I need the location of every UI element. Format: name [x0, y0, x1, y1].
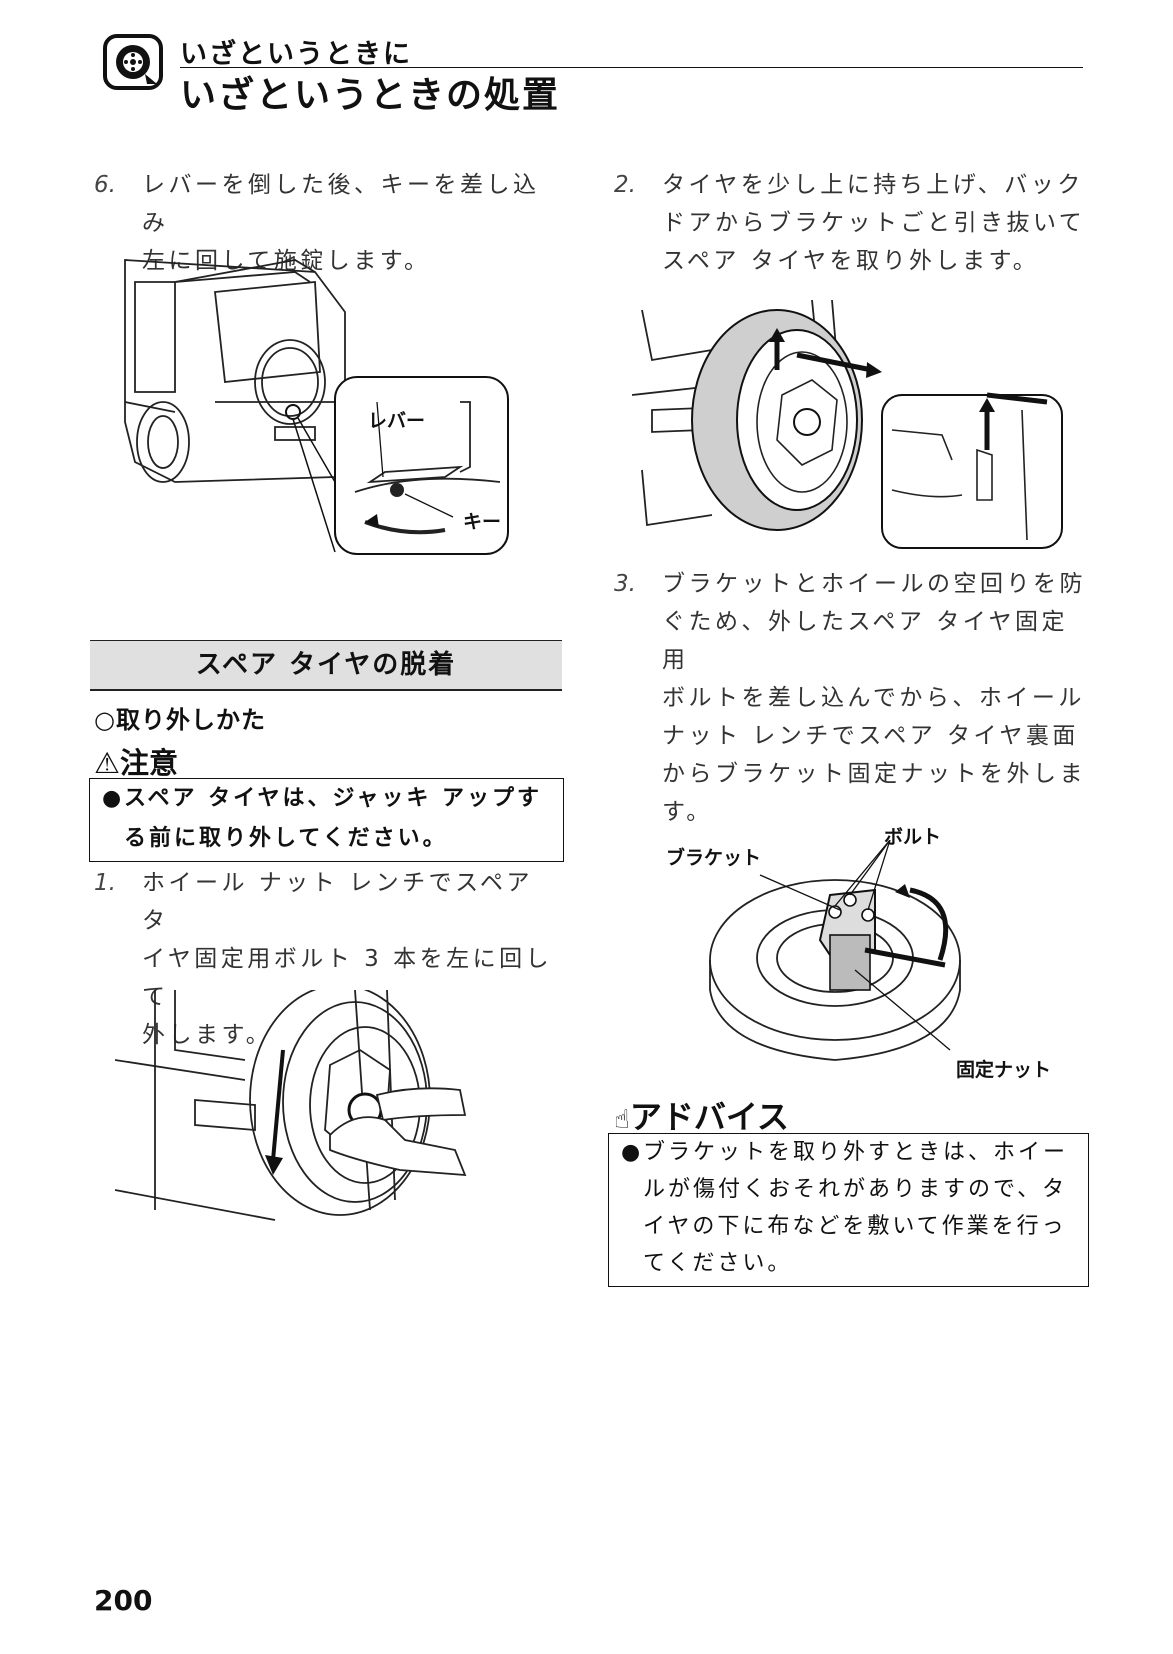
caution-heading: ⚠注意	[94, 740, 178, 782]
fixing-nut-label: 固定ナット	[956, 1059, 1052, 1081]
caution-line: スペア タイヤは、ジャッキ アップす	[124, 786, 543, 811]
advice-heading: ☝アドバイス	[614, 1092, 789, 1138]
warning-triangle-icon: ⚠	[94, 746, 120, 780]
step-2: 2. タイヤを少し上に持ち上げ、バック ドアからブラケットごと引き抜いて スペア…	[614, 166, 1094, 286]
step-line: 外します。	[142, 1022, 273, 1048]
subsection-title: ○取り外しかた	[94, 706, 266, 734]
bullet-dot: ●	[621, 1140, 644, 1165]
step-line: ドアからブラケットごと引き抜いて	[662, 210, 1086, 236]
key-label: キー	[463, 511, 502, 533]
bracket-label: ブラケット	[666, 847, 762, 869]
caution-line: る前に取り外してください。	[124, 826, 448, 851]
step-line: レバーを倒した後、キーを差し込み	[142, 172, 540, 236]
bracket-removal-illustration	[709, 840, 961, 1061]
step-line: す。	[662, 799, 713, 825]
step-line: ぐため、外したスペア タイヤ固定用	[662, 609, 1069, 673]
page-title: いざというときの処置	[180, 75, 561, 116]
advice-line: ブラケットを取り外すときは、ホイー	[643, 1140, 1069, 1165]
page-number: 200	[94, 1584, 153, 1617]
step-line: ホイール ナット レンチでスペア タ	[142, 870, 534, 934]
lever-label: レバー	[368, 410, 426, 432]
bullet-dot: ●	[102, 786, 125, 811]
header-rule	[180, 67, 1083, 68]
step-line: ボルトを差し込んでから、ホイール	[662, 685, 1085, 711]
step-number: 6.	[94, 172, 116, 198]
advice-box: ● ブラケットを取り外すときは、ホイー ルが傷付くおそれがありますので、タ イヤ…	[608, 1133, 1089, 1287]
advice-line: イヤの下に布などを敷いて作業を行っ	[643, 1214, 1067, 1239]
section-title: スペア タイヤの脱着	[90, 640, 562, 691]
caution-box: ● スペア タイヤは、ジャッキ アップす る前に取り外してください。	[89, 778, 564, 862]
caution-title: 注意	[120, 746, 179, 780]
step-number: 1.	[94, 870, 116, 896]
step-number: 3.	[614, 571, 636, 597]
bolt-label: ボルト	[884, 826, 942, 848]
step-line: イヤ固定用ボルト 3 本を左に回して	[142, 946, 553, 1010]
step-line: タイヤを少し上に持ち上げ、バック	[662, 172, 1084, 198]
car-rear-lever-illustration	[124, 259, 509, 555]
step-line: からブラケット固定ナットを外しま	[662, 761, 1086, 787]
header-subtitle: いざというときに	[180, 39, 412, 70]
step-number: 2.	[614, 172, 636, 198]
wrench-spare-tire-illustration	[115, 990, 467, 1221]
step-1: 1. ホイール ナット レンチでスペア タ イヤ固定用ボルト 3 本を左に回して…	[94, 864, 564, 1048]
pointing-hand-icon: ☝	[614, 1105, 630, 1135]
remove-spare-tire-illustration	[632, 300, 1063, 549]
advice-line: ルが傷付くおそれがありますので、タ	[643, 1177, 1068, 1202]
step-line: ブラケットとホイールの空回りを防	[662, 571, 1086, 597]
step-line: ナット レンチでスペア タイヤ裏面	[662, 723, 1079, 749]
step-3: 3. ブラケットとホイールの空回りを防 ぐため、外したスペア タイヤ固定用 ボル…	[614, 565, 1094, 825]
advice-line: てください。	[643, 1251, 793, 1276]
wheel-icon	[103, 34, 163, 90]
advice-title: アドバイス	[629, 1098, 789, 1136]
step-line: スペア タイヤを取り外します。	[662, 248, 1040, 274]
step-6: 6. レバーを倒した後、キーを差し込み 左に回して施錠します。	[94, 166, 564, 274]
